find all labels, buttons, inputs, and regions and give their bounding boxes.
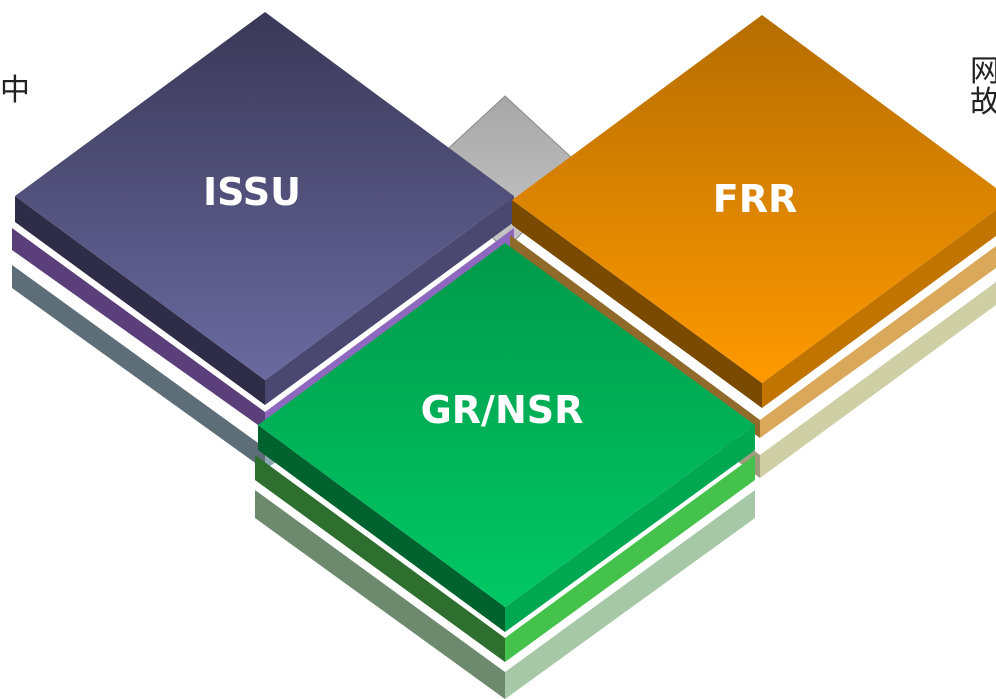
frr-label: FRR bbox=[713, 177, 797, 221]
gr-nsr-label: GR/NSR bbox=[421, 388, 584, 432]
right-cropped-text-line2: 故 bbox=[970, 85, 996, 120]
right-cropped-text-line1: 网 bbox=[970, 54, 996, 89]
issu-label: ISSU bbox=[203, 170, 301, 214]
left-cropped-text: 中 bbox=[0, 73, 30, 108]
block-gr-nsr bbox=[255, 243, 755, 699]
